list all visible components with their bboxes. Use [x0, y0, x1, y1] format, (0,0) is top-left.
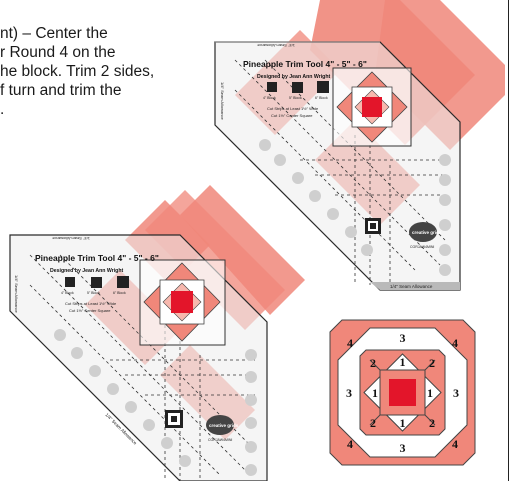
pineapple-center-bottom: [140, 260, 225, 345]
block-label-6-bottom: 6" Block: [113, 291, 126, 295]
cut-strips-top: Cut Strips at Least 1½" Wide: [267, 106, 319, 111]
page-margin-rule: [508, 0, 509, 481]
instruction-line-5: .: [0, 100, 215, 119]
label-center-right: 1: [427, 386, 433, 400]
label-ring2-br: 2: [429, 416, 435, 430]
tool-designer-bottom: Designed by Jean Ann Wright: [50, 268, 123, 274]
part-number-top: CGRJAW4MINI: [410, 245, 434, 249]
block-label-5-top: 5" Block: [289, 96, 302, 100]
tool-title-bottom: Pineapple Trim Tool 4" - 5" - 6": [35, 253, 159, 263]
label-ring3-bottom: 3: [400, 441, 406, 455]
pineapple-center-top: [333, 68, 411, 146]
instruction-line-1: nt) – Center the: [0, 24, 215, 43]
label-corner-tl: 4: [347, 336, 353, 350]
block-label-4-top: 4" Block: [263, 96, 276, 100]
label-ring2-tr: 2: [429, 356, 435, 370]
center-square-top: Cut 1½" Center Square: [271, 113, 313, 118]
tool-designer-top: Designed by Jean Ann Wright: [257, 74, 330, 80]
cut-strips-bottom: Cut Strips at Least 1½" Wide: [65, 301, 117, 306]
label-ring2-tl: 2: [370, 356, 376, 370]
brand-logo-bottom: creative grids: [209, 423, 239, 428]
label-ring3-right: 3: [453, 386, 459, 400]
label-corner-br: 4: [452, 437, 458, 451]
trim-tool-illustration-bottom: Pineapple Trim Tool 4" - 5" - 6" Designe…: [5, 195, 305, 481]
label-ring3-left: 3: [346, 386, 352, 400]
label-center-bottom: 1: [400, 416, 406, 430]
seam-allowance-top-bottom: 1/4" Seam Allowance: [52, 236, 90, 241]
label-corner-tr: 4: [452, 336, 458, 350]
label-corner-bl: 4: [347, 437, 353, 451]
center-square-bottom: Cut 1½" Center Square: [69, 308, 111, 313]
block-label-4-bottom: 4" Block: [61, 291, 74, 295]
tool-title-top: Pineapple Trim Tool 4" - 5" - 6": [243, 59, 367, 69]
brand-logo-top: creative grids: [412, 230, 442, 235]
part-number-bottom: CGRJAW4MINI: [208, 438, 232, 442]
label-ring2-bl: 2: [370, 416, 376, 430]
seam-allowance-side-bottom: 1/4" Seam Allowance: [14, 275, 19, 313]
finished-pineapple-block: 1 1 1 1 2 2 2 2 3 3 3 3 4 4 4 4: [330, 320, 475, 465]
instruction-text: nt) – Center the r Round 4 on the he blo…: [0, 24, 215, 119]
label-ring3-top: 3: [400, 331, 406, 345]
label-center-left: 1: [372, 386, 378, 400]
block-label-6-top: 6" Block: [315, 96, 328, 100]
instruction-line-3: he block. Trim 2 sides,: [0, 62, 215, 81]
instruction-line-4: f turn and trim the: [0, 81, 215, 100]
instruction-line-2: r Round 4 on the: [0, 43, 215, 62]
seam-allowance-side-top: 1/4" Seam Allowance: [220, 82, 225, 120]
seam-allowance-top-top: 1/4" Seam Allowance: [257, 43, 295, 48]
block-label-5-bottom: 5" Block: [87, 291, 100, 295]
seam-allowance-bottom-top: 1/4" Seam Allowance: [390, 284, 433, 289]
label-center-top: 1: [400, 355, 406, 369]
